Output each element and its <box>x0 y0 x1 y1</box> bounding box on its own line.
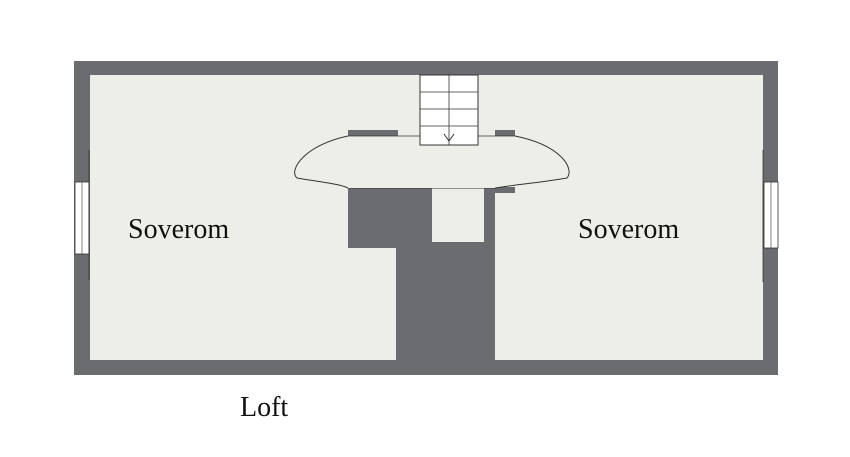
wall-stub-lower-right <box>495 187 515 193</box>
wall-stub-right <box>495 130 515 136</box>
bedroom-left-floor <box>90 75 396 360</box>
stair-direction-arrow-icon <box>443 133 455 142</box>
room-label-bedroom-left: Soverom <box>128 214 230 245</box>
corridor-wall <box>396 242 495 360</box>
landing-wall-block <box>348 188 432 248</box>
floor-plan-title: Loft <box>240 392 289 423</box>
bedroom-right-floor <box>495 75 763 360</box>
room-label-bedroom-right: Soverom <box>578 214 680 245</box>
wall-stub-left <box>348 130 398 136</box>
